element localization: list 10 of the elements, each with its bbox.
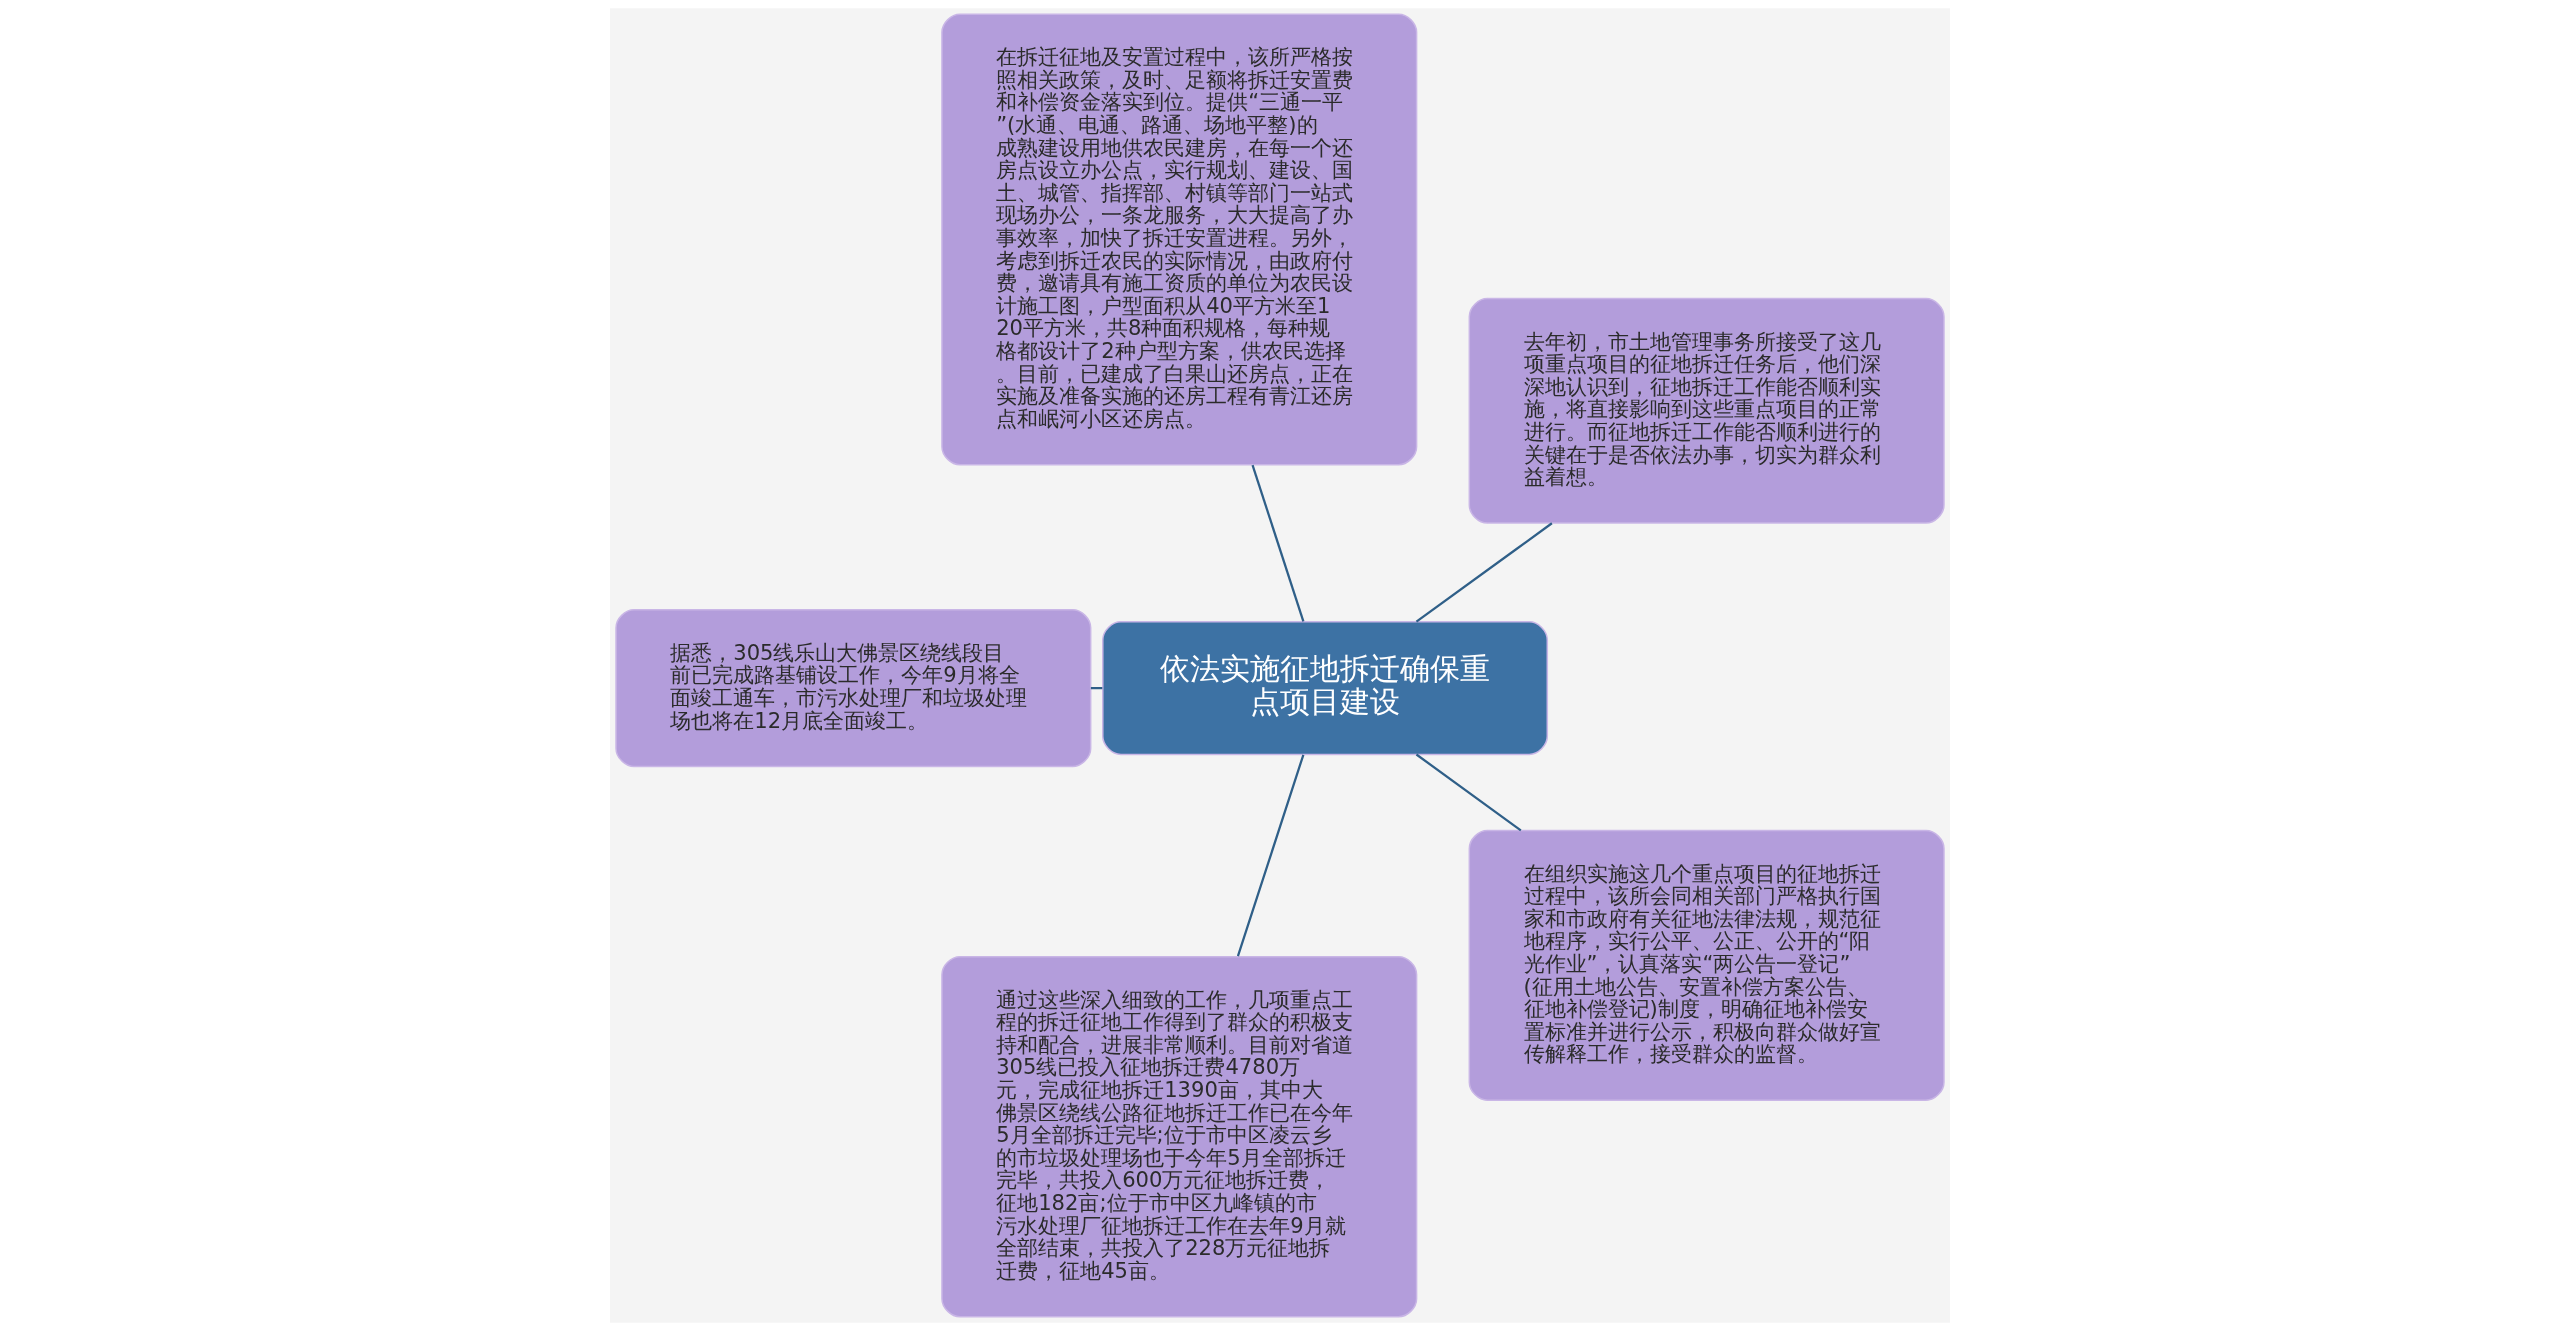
connector [1251,464,1305,622]
node-box: 据悉，305线乐山大佛景区绕线段目前已完成路基铺设工作，今年9月将全面竣工通车，市污水处理厂和垃圾处理场也将在12月底全面竣工。 [615,609,1092,768]
node-box: 依法实施征地拆迁确保重点项目建设 [1102,621,1549,756]
connector [1415,522,1553,623]
node-box: 在组织实施这几个重点项目的征地拆迁过程中，该所会同相关部门严格执行国家和市政府有关征地法律法规，规范征地程序，实行公平、公正、公开的“阳光作业”，认真落实“两公告一登记”(征用土地公告、安置补偿方案公告、征地补偿登记)制度，明确征地补偿安置标准并进行公示，积极向群众做好宣传解释工作，接受群众的监督。 [1468,829,1945,1101]
node-box: 在拆迁征地及安置过程中，该所严格按照相关政策，及时、足额将拆迁安置费和补偿资金落实到位。提供“三通一平”(水通、电通、路通、场地平整)的成熟建设用地供农民建房，在每一个还房点设立办公点，实行规划、建设、国土、城管、指挥部、村镇等部门一站式现场办公，一条龙服务，大大提高了办事效率，加快了拆迁安置进程。另外，考虑到拆迁农民的实际情况，由政府付费，邀请具有施工资质的单位为农民设计施工图，户型面积从40平方米至120平方米，共8种面积规格，每种规格都设计了2种户型方案，供农民选择。目前，已建成了白果山还房点，正在实施及准备实施的还房工程有青江还房点和岷河小区还房点。 [941,13,1418,466]
connector [1415,753,1522,832]
connector [1236,754,1305,957]
node-box: 通过这些深入细致的工作，几项重点工程的拆迁征地工作得到了群众的积极支持和配合，进展非常顺利。目前对省道305线已投入征地拆迁费4780万元，完成征地拆迁1390亩，其中大佛景区绕线公路征地拆迁工作已在今年5月全部拆迁完毕;位于市中区凌云乡的市垃圾处理场也于今年5月全部拆迁完毕，共投入600万元征地拆迁费，征地182亩;位于市中区九峰镇的市污水处理厂征地拆迁工作在去年9月就全部结束，共投入了228万元征地拆迁费，征地45亩。 [941,955,1418,1318]
node-box: 去年初，市土地管理事务所接受了这几项重点项目的征地拆迁任务后，他们深深地认识到，征地拆迁工作能否顺利实施，将直接影响到这些重点项目的正常进行。而征地拆迁工作能否顺利进行的关键在于是否依法办事，切实为群众利益着想。 [1468,297,1945,524]
